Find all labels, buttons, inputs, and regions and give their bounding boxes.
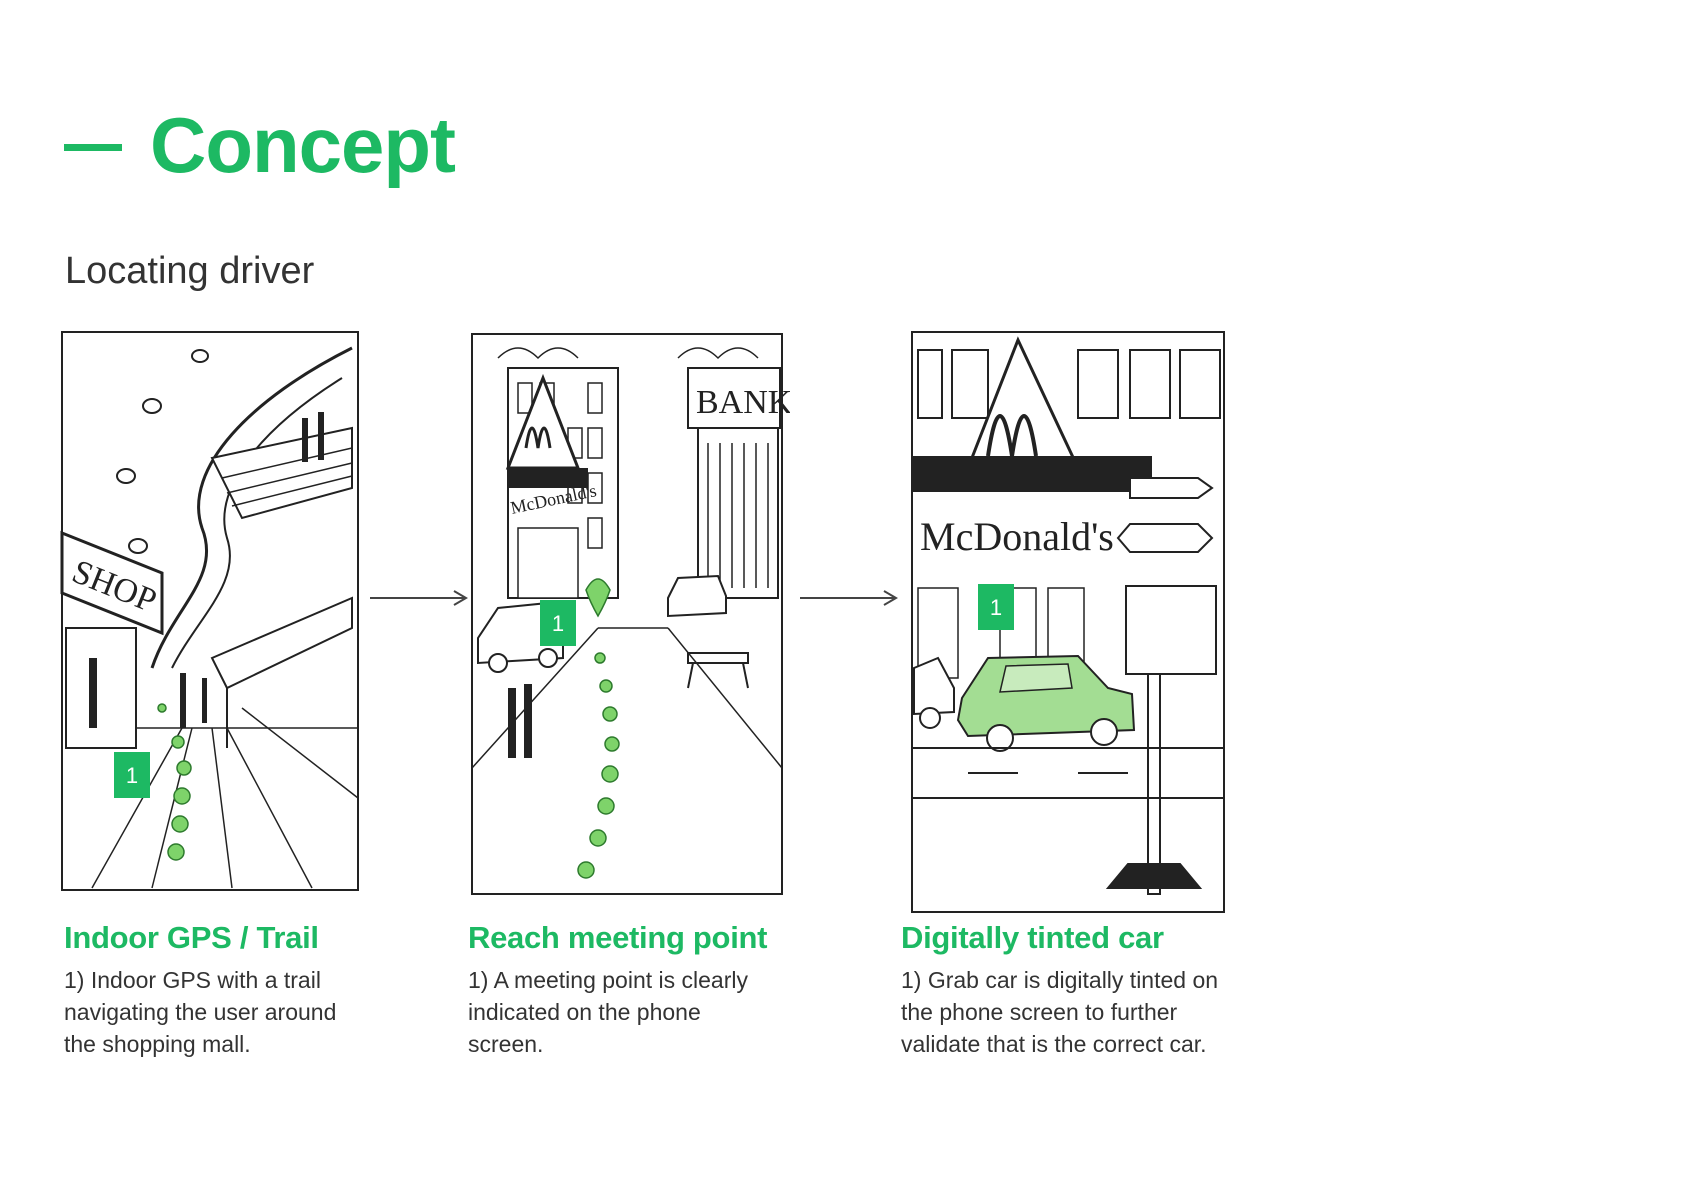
caption-title: Digitally tinted car <box>901 920 1164 955</box>
caption-description: 1) Indoor GPS with a trail navigating th… <box>64 967 337 1057</box>
sketch-indoor-mall: SHOP 1 <box>52 328 364 898</box>
trail-dots <box>157 703 192 861</box>
title-dash <box>64 144 122 151</box>
restaurant-sign: McDonald's <box>920 514 1114 559</box>
direction-signpost <box>1105 477 1217 895</box>
tinted-car <box>956 654 1136 752</box>
caption-description: 1) Grab car is digitally tinted on the p… <box>901 967 1219 1057</box>
caption-title: Indoor GPS / Trail <box>64 920 319 955</box>
svg-text:1: 1 <box>552 611 564 636</box>
caption-description: 1) A meeting point is clearly indicated … <box>468 967 748 1057</box>
caption-indoor-gps: Indoor GPS / Trail 1) Indoor GPS with a … <box>64 920 424 1060</box>
page-title: Concept <box>64 100 456 191</box>
caption-title: Reach meeting point <box>468 920 768 955</box>
step-badge: 1 <box>114 752 150 798</box>
arrow-right-icon <box>370 588 470 613</box>
sketch-meeting-point: McDonald's BANK <box>468 328 790 902</box>
svg-text:1: 1 <box>990 595 1002 620</box>
section-subtitle: Locating driver <box>65 250 315 292</box>
caption-meeting-point: Reach meeting point 1) A meeting point i… <box>468 920 828 1060</box>
sketch-tinted-car: McDonald's <box>908 328 1230 918</box>
step-badge: 1 <box>540 600 576 646</box>
caption-tinted-car: Digitally tinted car 1) Grab car is digi… <box>901 920 1261 1060</box>
title-text: Concept <box>150 101 456 189</box>
arrow-right-icon <box>800 588 900 613</box>
step-badge: 1 <box>978 584 1014 630</box>
trail-dots <box>577 652 620 879</box>
bank-sign: BANK <box>696 384 790 421</box>
svg-text:1: 1 <box>126 763 138 788</box>
map-pin-icon <box>585 578 611 618</box>
